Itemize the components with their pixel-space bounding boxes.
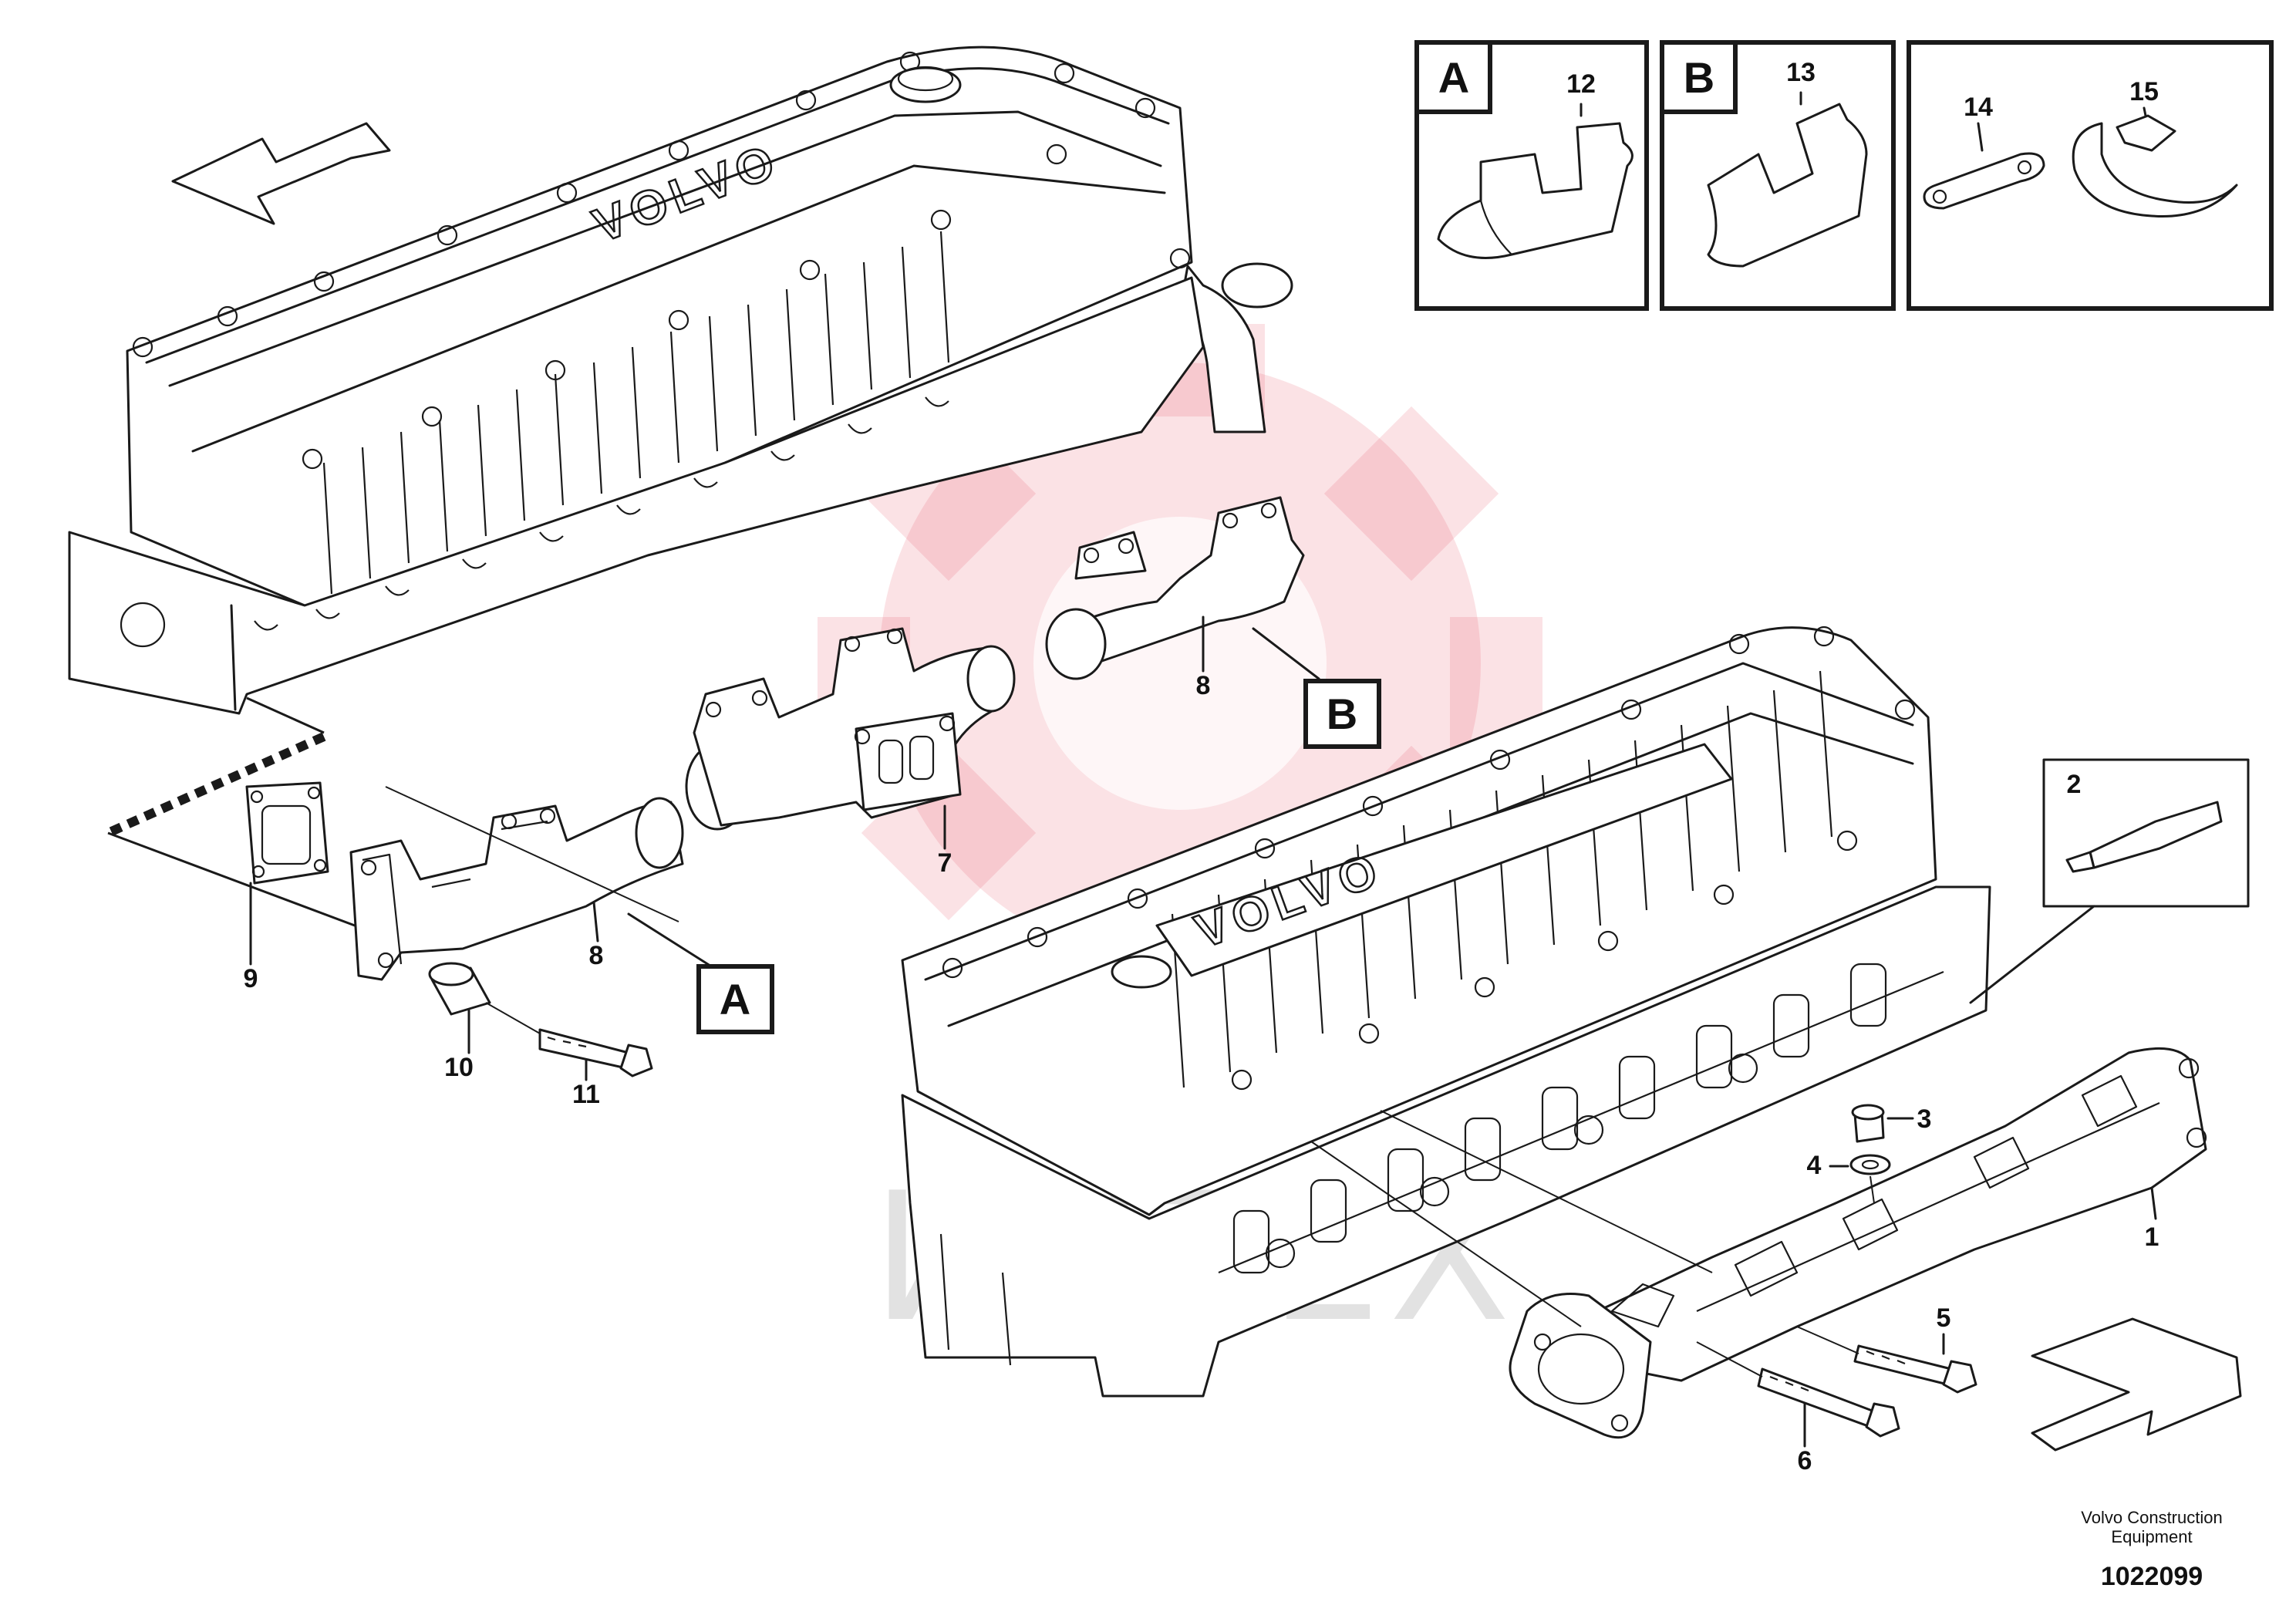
footer-company-line1: Volvo Construction (2081, 1508, 2222, 1527)
callout-8-b: 8 (1196, 671, 1211, 700)
callout-7: 7 (938, 848, 952, 878)
detail-a-label: A (1438, 53, 1469, 102)
reference-label-b: B (1327, 690, 1357, 738)
bolt-part (485, 1002, 653, 1081)
detail-panel-clamp (1907, 40, 2274, 311)
plug-part (1851, 1104, 1914, 1143)
clamp-icon (2072, 106, 2238, 218)
bolt-part (1796, 1326, 1977, 1394)
detail-panel-b (1660, 40, 1896, 311)
callout-3: 3 (1917, 1104, 1932, 1134)
gasket-part (245, 781, 329, 966)
callout-12: 12 (1566, 69, 1596, 99)
spacer-part (428, 962, 491, 1054)
callout-2: 2 (2067, 770, 2082, 799)
callout-4: 4 (1807, 1151, 1822, 1180)
callout-9: 9 (244, 964, 258, 993)
bracket-icon (1923, 122, 2045, 210)
callout-11: 11 (572, 1080, 600, 1109)
manifold-rear-section (1045, 496, 1320, 680)
detail-b-label: B (1684, 53, 1714, 102)
callout-5: 5 (1937, 1303, 1951, 1333)
dashed-gasket-line (106, 696, 386, 939)
reference-box-a (696, 964, 774, 1034)
upper-engine-assembly: VOLVO (68, 46, 1293, 715)
direction-arrow-icon (171, 122, 391, 225)
reference-box-b (1303, 679, 1381, 749)
heat-shield-icon (1437, 122, 1633, 259)
callout-6: 6 (1798, 1446, 1812, 1475)
footer-company-line2: Equipment (2111, 1527, 2192, 1546)
manifold-front-section (349, 786, 746, 989)
direction-arrow-icon (2031, 1317, 2242, 1452)
callout-13: 13 (1786, 58, 1816, 87)
callout-14: 14 (1964, 93, 1993, 122)
reference-label-a: A (720, 975, 750, 1023)
heat-shield-icon (1707, 103, 1868, 268)
sealant-tube-icon (2065, 801, 2223, 873)
detail-panel-a (1414, 40, 1649, 311)
washer-part (1829, 1154, 1891, 1204)
callout-10: 10 (444, 1053, 474, 1082)
exhaust-manifold-part (1310, 1047, 2207, 1439)
document-number: 1022099 (2101, 1562, 2203, 1591)
callout-8-a: 8 (589, 941, 604, 970)
sealant-detail (1969, 758, 2250, 1004)
bolt-part (1696, 1341, 1900, 1448)
callout-15: 15 (2129, 77, 2159, 106)
manifold-middle-section (685, 627, 1016, 850)
lower-engine-assembly: VOLVO (901, 626, 1991, 1398)
callout-1: 1 (2145, 1222, 2159, 1252)
